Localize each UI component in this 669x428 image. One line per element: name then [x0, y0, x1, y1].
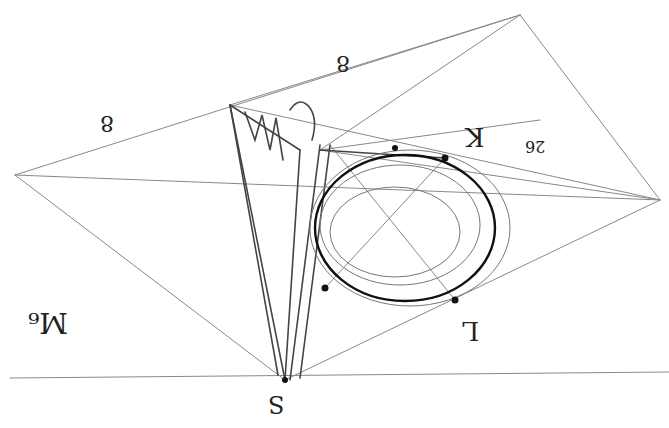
sketch-label: S	[268, 392, 284, 416]
sketch-label: 8	[336, 52, 350, 74]
sketch-label: M₆	[28, 308, 68, 336]
sketch-label: 26	[525, 138, 545, 154]
sketch-label: 8	[100, 112, 114, 134]
sketch-label: L	[462, 318, 479, 344]
sketch-label: K	[465, 124, 484, 150]
